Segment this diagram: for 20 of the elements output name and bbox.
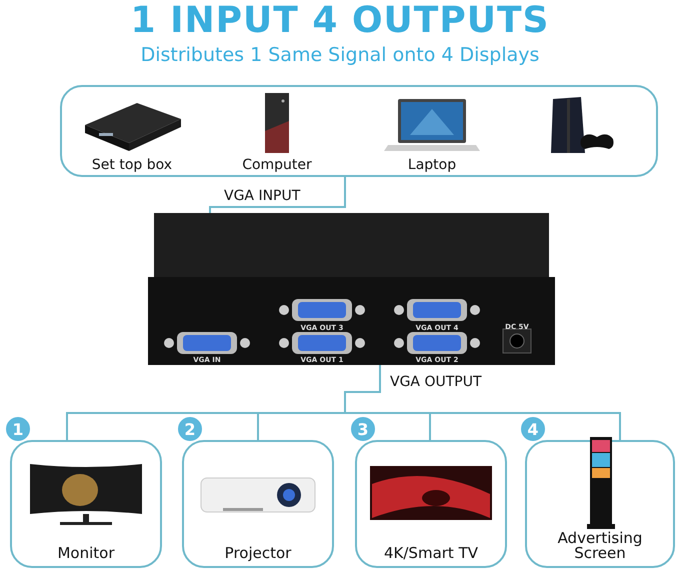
device-label: 4K/Smart TV — [384, 546, 478, 562]
device-label: Set top box — [92, 157, 172, 173]
connector-line — [344, 365, 621, 440]
source-panel — [60, 85, 658, 177]
output-card — [355, 440, 507, 568]
output-card — [525, 440, 675, 568]
output-card — [182, 440, 334, 568]
device-label: Laptop — [408, 157, 456, 173]
number-badge: 1 — [4, 415, 32, 443]
device-label: Computer — [242, 157, 312, 173]
device-label: Advertising Screen — [556, 530, 644, 562]
number-badge: 3 — [349, 415, 377, 443]
number-badge: 2 — [176, 415, 204, 443]
title: 1 INPUT 4 OUTPUTS — [130, 0, 550, 41]
connector-line — [209, 177, 346, 213]
device-label: Monitor — [57, 546, 115, 562]
number-badge: 4 — [519, 415, 547, 443]
output-card — [10, 440, 162, 568]
device-label: Projector — [224, 546, 292, 562]
subtitle: Distributes 1 Same Signal onto 4 Displays — [140, 44, 540, 66]
